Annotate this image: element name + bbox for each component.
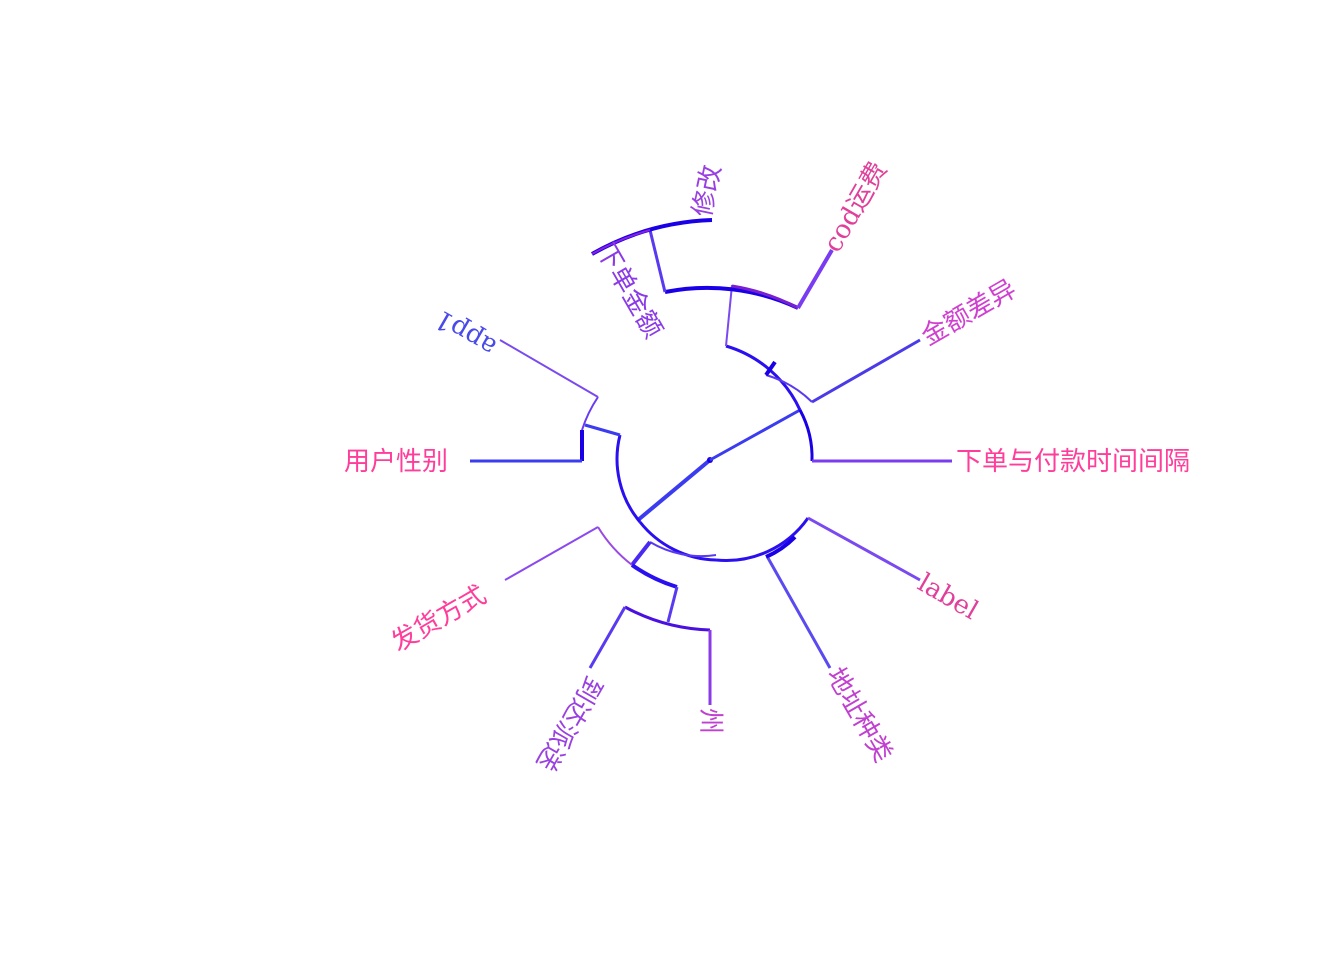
arc-lower-right-inner [765, 535, 797, 559]
arc-lower-right [715, 517, 810, 562]
arc-top-right [731, 284, 799, 310]
leaf-label-dizhi: 地址种类 [820, 663, 898, 768]
branch-lower-a [630, 540, 652, 567]
leaf-label-zhou: 州 [695, 708, 725, 734]
leaf-label-paisong: 到达派送 [530, 671, 608, 776]
arc-right-main [798, 409, 814, 462]
arc-lower-inner [649, 541, 717, 558]
leaf-label-xiugai: 修改 [688, 162, 728, 219]
leaf-label-cod: cod运费 [818, 157, 893, 258]
branch-upper-right [764, 360, 777, 377]
branch-xiugai-cluster [648, 229, 667, 293]
leaf-label-xiadan-fukuan: 下单与付款时间间隔 [956, 447, 1190, 477]
leaf-label-fahuo: 发货方式 [387, 580, 492, 658]
arc-xiadan [591, 229, 651, 255]
arc-upper-right [725, 344, 802, 411]
leaf-jine-chayi [811, 338, 921, 404]
root-branch [636, 458, 712, 522]
branch-top [725, 284, 733, 347]
root-branch-2 [709, 408, 801, 462]
arc-paisong-zhou [624, 605, 711, 632]
arc-upper-right-inner [765, 374, 813, 403]
arc-state-cluster [630, 563, 678, 589]
leaf-app1 [499, 339, 599, 398]
arc-left-main [615, 434, 642, 523]
leaf-dizhi [766, 557, 832, 669]
branches [470, 218, 952, 705]
arc-fahuo [597, 526, 633, 566]
arc-lower-main [638, 521, 717, 562]
leaf-cod [796, 248, 834, 310]
leaf-paisong [588, 606, 627, 669]
leaf-label [807, 516, 921, 582]
branch-left-upper [584, 423, 621, 437]
leaf-labels: 下单与付款时间间隔 金额差异 cod运费 修改 下单金额 app1 用户性别 发… [344, 157, 1190, 776]
branch-state-cluster [666, 586, 679, 623]
leaf-label-label: label [913, 568, 984, 626]
leaf-label-app1: app1 [430, 303, 502, 362]
leaf-label-jine-chayi: 金额差异 [917, 274, 1022, 352]
leaf-fahuo [504, 526, 599, 581]
leaf-label-gender: 用户性别 [344, 447, 448, 477]
